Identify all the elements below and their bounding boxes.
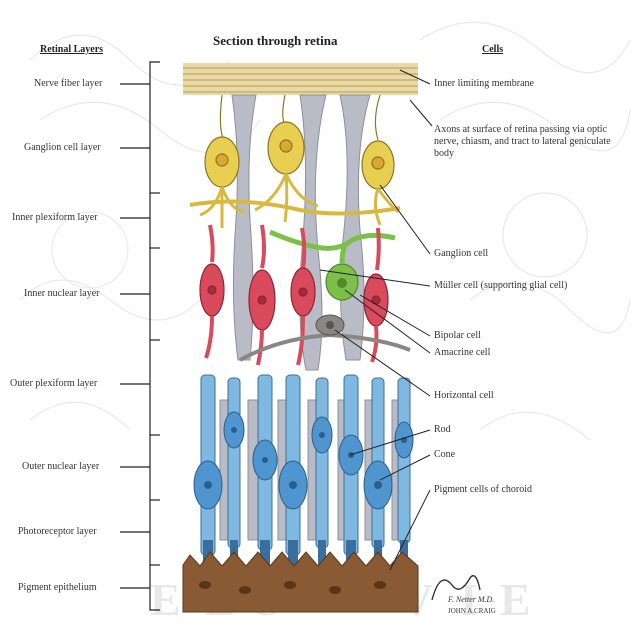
layer-brackets xyxy=(120,62,160,610)
cell-label-rod: Rod xyxy=(434,424,614,436)
left-header: Retinal Layers xyxy=(40,44,103,55)
layer-label-pigment-epithelium: Pigment epithelium xyxy=(18,582,97,594)
cell-label-pigment-choroid: Pigment cells of choroid xyxy=(434,484,614,496)
ganglion-cells xyxy=(190,95,400,228)
cell-label-inner-limiting-membrane: Inner limiting membrane xyxy=(434,78,624,90)
layer-label-photoreceptor: Photoreceptor layer xyxy=(18,526,97,538)
layer-label-ganglion: Ganglion cell layer xyxy=(24,142,101,154)
cell-label-cone: Cone xyxy=(434,449,614,461)
layer-label-nerve-fiber: Nerve fiber layer xyxy=(34,78,102,90)
signature-sub: JOHN A.CRAIG xyxy=(448,605,496,617)
right-header: Cells xyxy=(482,44,503,55)
layer-label-inner-plexiform: Inner plexiform layer xyxy=(12,212,98,224)
pigment-epithelium xyxy=(183,552,418,612)
cell-label-muller: Müller cell (supporting glial cell) xyxy=(434,280,624,292)
cell-label-ganglion: Ganglion cell xyxy=(434,248,614,260)
cell-label-axons: Axons at surface of retina passing via o… xyxy=(434,124,626,160)
page-title: Section through retina xyxy=(213,33,337,49)
cell-label-horizontal: Horizontal cell xyxy=(434,390,614,402)
layer-label-inner-nuclear: Inner nuclear layer xyxy=(24,288,100,300)
cell-label-amacrine: Amacrine cell xyxy=(434,347,614,359)
nerve-fiber-layer xyxy=(183,63,418,95)
layer-label-outer-nuclear: Outer nuclear layer xyxy=(22,461,99,473)
layer-label-outer-plexiform: Outer plexiform layer xyxy=(10,378,97,390)
cell-label-bipolar: Bipolar cell xyxy=(434,330,614,342)
